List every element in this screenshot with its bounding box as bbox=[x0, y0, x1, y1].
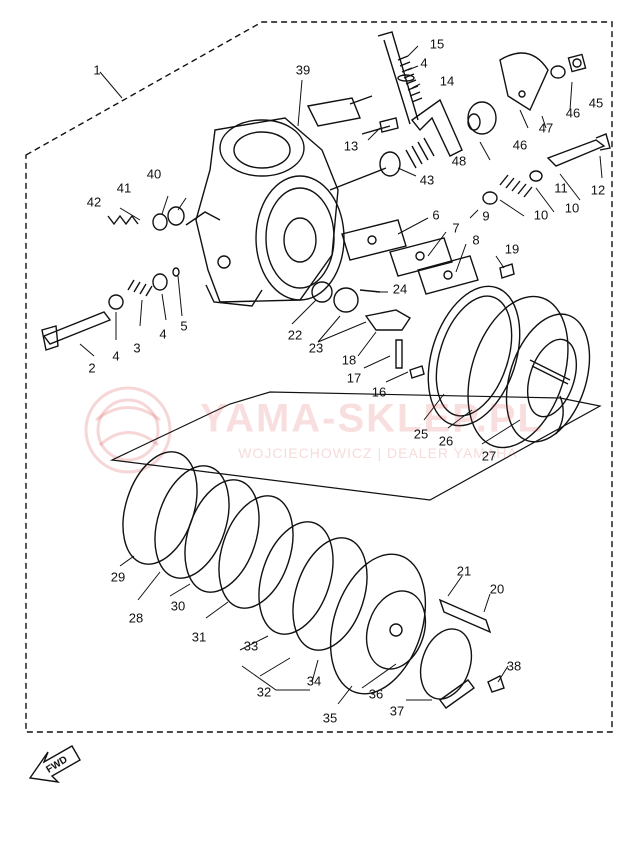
callout-label: 35 bbox=[322, 710, 338, 726]
callout-label: 32 bbox=[256, 684, 272, 700]
callout-label: 39 bbox=[295, 62, 311, 78]
callout-label: 31 bbox=[191, 629, 207, 645]
left-side-parts bbox=[41, 206, 185, 351]
callout-label: 21 bbox=[456, 563, 472, 579]
callout-label: 26 bbox=[438, 433, 454, 449]
diaphragm-group-bracket bbox=[109, 391, 602, 501]
callout-label: 7 bbox=[452, 220, 460, 236]
callout-label: 23 bbox=[308, 340, 324, 356]
callout-label: 38 bbox=[506, 658, 522, 674]
callout-label: 10 bbox=[533, 207, 549, 223]
callout-label: 45 bbox=[588, 95, 604, 111]
callout-label: 12 bbox=[590, 182, 606, 198]
gasket-plates bbox=[341, 219, 479, 295]
callout-label: 48 bbox=[451, 153, 467, 169]
callout-label: 10 bbox=[564, 200, 580, 216]
callout-label: 27 bbox=[481, 448, 497, 464]
callout-label: 15 bbox=[429, 36, 445, 52]
leader-lines bbox=[79, 45, 603, 705]
callout-label: 43 bbox=[419, 172, 435, 188]
callout-label: 3 bbox=[133, 340, 141, 356]
callout-label: 5 bbox=[180, 318, 188, 334]
callout-label: 17 bbox=[346, 370, 362, 386]
callout-label: 4 bbox=[159, 326, 167, 342]
callout-label: 6 bbox=[432, 207, 440, 223]
link-lever bbox=[306, 95, 373, 127]
callout-label: 4 bbox=[420, 55, 428, 71]
callout-label: 4 bbox=[112, 348, 120, 364]
screw-13 bbox=[361, 117, 399, 135]
watermark-logo bbox=[84, 386, 172, 474]
callout-label: 13 bbox=[343, 138, 359, 154]
callout-label: 29 bbox=[110, 569, 126, 585]
float-chamber-cover bbox=[427, 285, 591, 449]
callout-label: 46 bbox=[512, 137, 528, 153]
callout-label: 1 bbox=[93, 62, 101, 78]
callout-label: 2 bbox=[88, 360, 96, 376]
callout-label: 34 bbox=[306, 673, 322, 689]
fuel-pump-stack bbox=[122, 451, 505, 709]
screw-19 bbox=[499, 263, 515, 279]
throttle-lever bbox=[410, 98, 463, 157]
callout-label: 14 bbox=[439, 73, 455, 89]
callout-label: 18 bbox=[341, 352, 357, 368]
cam-plate bbox=[499, 52, 549, 112]
callout-label: 19 bbox=[504, 241, 520, 257]
callout-label: 46 bbox=[565, 105, 581, 121]
callout-label: 22 bbox=[287, 327, 303, 343]
callout-label: 40 bbox=[146, 166, 162, 182]
callout-label: 11 bbox=[554, 180, 568, 196]
callout-label: 28 bbox=[128, 610, 144, 626]
callout-label: 20 bbox=[489, 581, 505, 597]
callout-label: 16 bbox=[371, 384, 387, 400]
callout-label: 30 bbox=[170, 598, 186, 614]
callout-label: 25 bbox=[413, 426, 429, 442]
pilot-screw-set bbox=[482, 133, 611, 205]
watermark-subtitle: WOJCIECHOWICZ | DEALER YAMAHA bbox=[238, 445, 518, 461]
callout-label: 33 bbox=[243, 638, 259, 654]
callout-label: 9 bbox=[482, 208, 490, 224]
throttle-shaft bbox=[377, 31, 423, 125]
float-needle-parts bbox=[311, 281, 425, 379]
watermark-title: YAMA-SKLEP.PL bbox=[200, 396, 544, 441]
callout-label: 24 bbox=[392, 281, 408, 297]
callout-label: 42 bbox=[86, 194, 102, 210]
nut-washer bbox=[550, 53, 587, 79]
callout-label: 41 bbox=[116, 180, 132, 196]
carburetor-body bbox=[185, 117, 345, 307]
callout-label: 37 bbox=[389, 703, 405, 719]
roller bbox=[467, 101, 497, 135]
callout-label: 8 bbox=[472, 232, 480, 248]
pilot-jet-assembly bbox=[329, 137, 435, 191]
assembly-boundary bbox=[25, 21, 613, 733]
fwd-arrow bbox=[28, 745, 81, 783]
callout-label: 36 bbox=[368, 686, 384, 702]
callout-label: 47 bbox=[538, 120, 554, 136]
